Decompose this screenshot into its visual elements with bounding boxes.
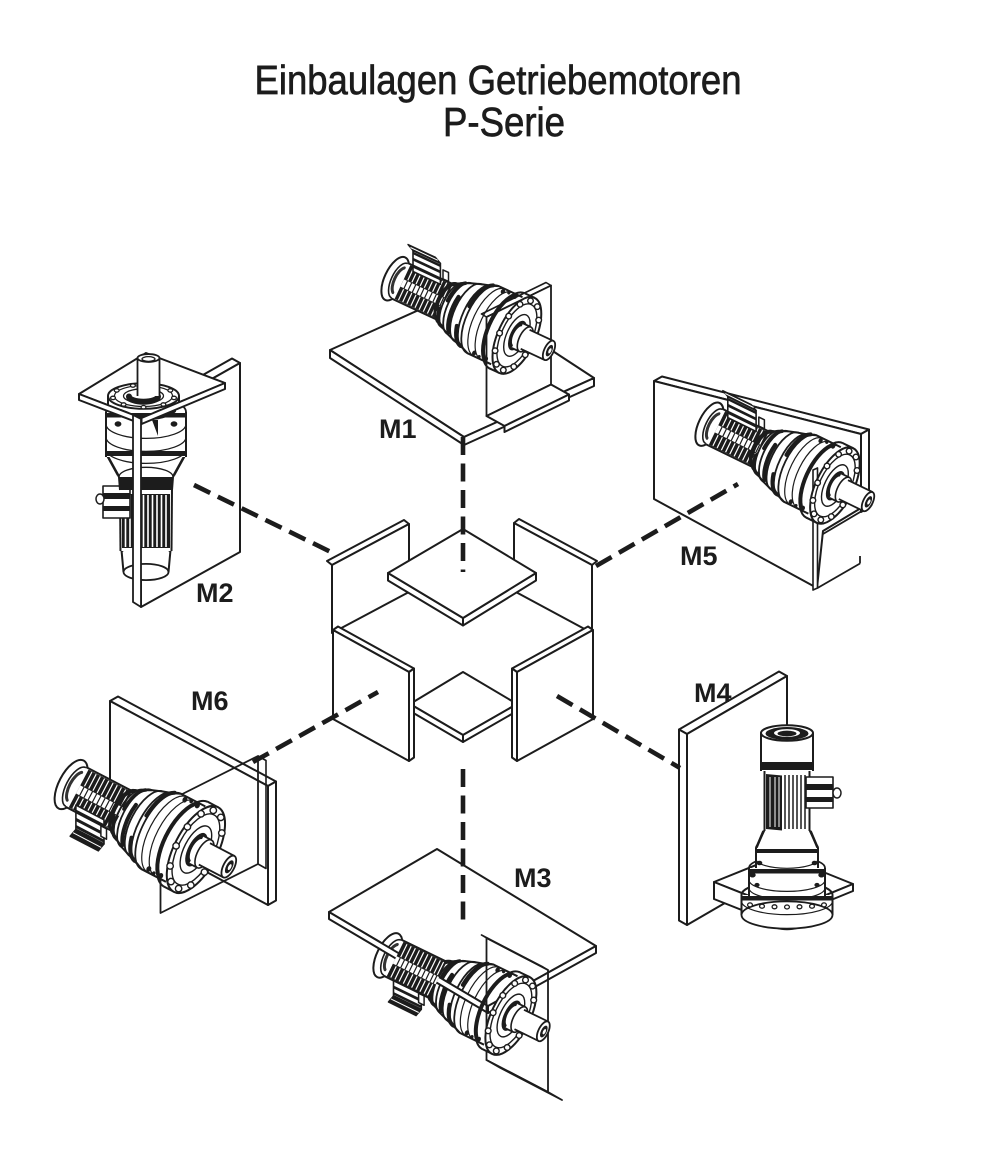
svg-text:M2: M2 bbox=[196, 578, 234, 608]
svg-text:M5: M5 bbox=[680, 541, 718, 571]
svg-text:M3: M3 bbox=[514, 863, 552, 893]
svg-text:M1: M1 bbox=[379, 414, 417, 444]
svg-text:M6: M6 bbox=[191, 686, 229, 716]
svg-text:P-Serie: P-Serie bbox=[443, 99, 565, 145]
svg-text:Einbaulagen Getriebemotoren: Einbaulagen Getriebemotoren bbox=[255, 57, 742, 103]
svg-text:M4: M4 bbox=[694, 678, 732, 708]
